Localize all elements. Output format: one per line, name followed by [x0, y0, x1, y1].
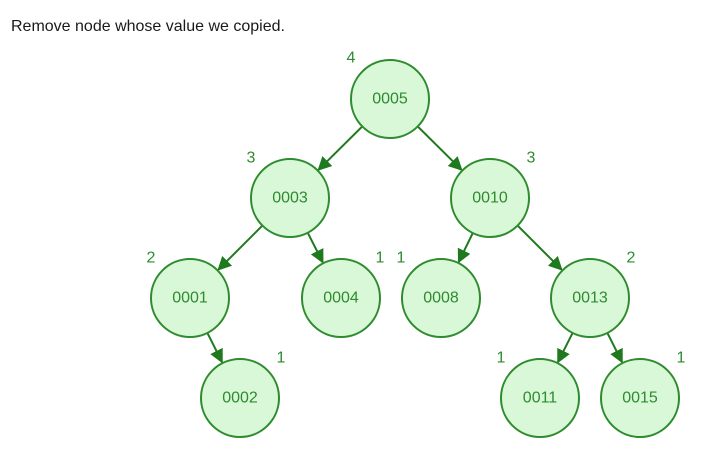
tree-node-0008: 0008 1 — [397, 250, 481, 338]
node-circle — [150, 258, 230, 338]
tree-node-0003: 0003 3 — [247, 150, 330, 238]
tree-node-0002: 0002 1 — [200, 350, 286, 438]
node-height-label: 1 — [677, 350, 686, 367]
status-message: Remove node whose value we copied. — [11, 18, 285, 35]
nodes-layer: 0005 4 0003 3 0010 3 0001 2 0004 1 0008 1 0013 2 0002 1… — [147, 50, 686, 438]
tree-edge-n13-n11 — [557, 332, 574, 364]
node-height-label: 1 — [397, 250, 406, 267]
node-height-label: 1 — [376, 250, 385, 267]
tree-edge-n3-n4 — [306, 232, 324, 264]
tree-node-0004: 0004 1 — [301, 250, 385, 338]
tree-edge-n5-n10 — [416, 125, 463, 171]
tree-node-0013: 0013 2 — [550, 250, 636, 338]
tree-node-0005: 0005 4 — [347, 50, 430, 139]
node-value-label: 0004 — [323, 290, 359, 307]
node-value-label: 0008 — [423, 290, 459, 307]
edges-layer — [206, 125, 623, 364]
tree-node-0001: 0001 2 — [147, 250, 230, 338]
node-circle — [401, 258, 481, 338]
node-value-label: 0013 — [572, 290, 608, 307]
node-value-label: 0011 — [523, 390, 558, 407]
tree-edge-n1-n2 — [206, 332, 223, 364]
node-circle — [350, 59, 430, 139]
tree-node-0010: 0010 3 — [450, 150, 536, 238]
tree-edge-n10-n13 — [516, 224, 563, 271]
node-value-label: 0001 — [172, 290, 208, 307]
node-height-label: 1 — [497, 350, 506, 367]
tree-edge-n5-n3 — [317, 125, 364, 171]
node-height-label: 4 — [347, 50, 356, 67]
node-value-label: 0015 — [622, 390, 658, 407]
tree-edge-n3-n1 — [217, 224, 264, 271]
node-height-label: 2 — [627, 250, 636, 267]
node-height-label: 3 — [527, 150, 536, 167]
tree-node-0011: 0011 1 — [497, 350, 580, 438]
node-value-label: 0010 — [472, 190, 508, 207]
node-circle — [450, 158, 530, 238]
node-height-label: 1 — [277, 350, 286, 367]
node-circle — [600, 358, 680, 438]
node-circle — [500, 358, 580, 438]
node-value-label: 0002 — [222, 390, 258, 407]
tree-edge-n13-n15 — [606, 332, 623, 364]
node-circle — [250, 158, 330, 238]
tree-node-0015: 0015 1 — [600, 350, 686, 438]
node-circle — [200, 358, 280, 438]
node-height-label: 3 — [247, 150, 256, 167]
node-circle — [550, 258, 630, 338]
node-height-label: 2 — [147, 250, 156, 267]
node-circle — [301, 258, 381, 338]
tree-edge-n10-n8 — [457, 232, 474, 264]
node-value-label: 0005 — [372, 91, 408, 108]
node-value-label: 0003 — [272, 190, 308, 207]
